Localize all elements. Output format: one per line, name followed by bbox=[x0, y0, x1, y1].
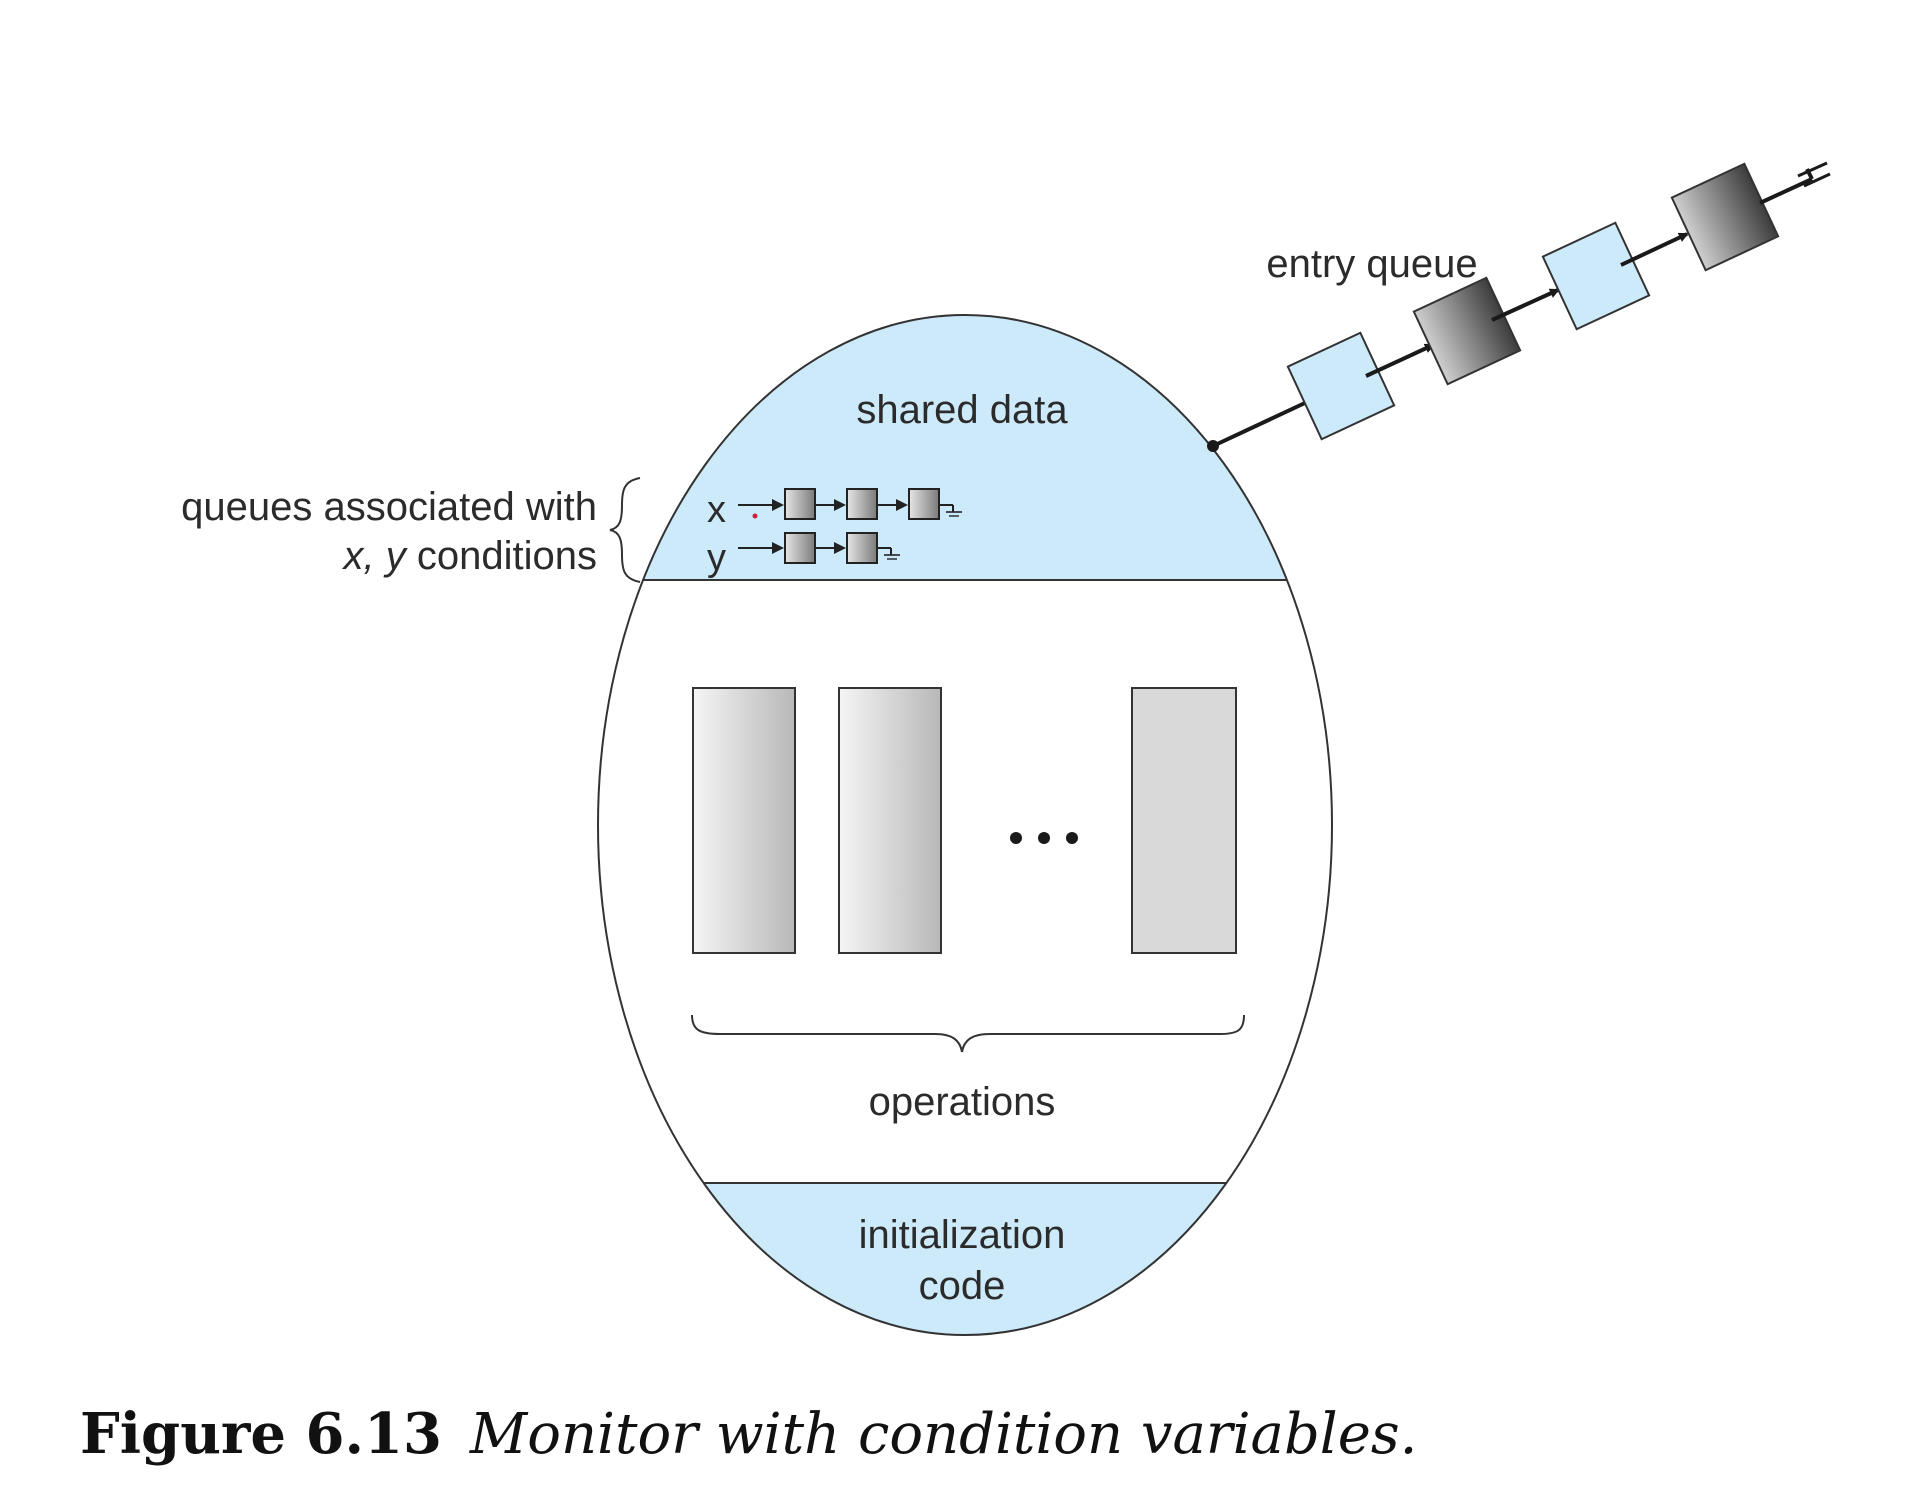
condition-queues: x y bbox=[707, 488, 962, 579]
queues-label-vars: x, y bbox=[342, 534, 409, 578]
entry-queue-label: entry queue bbox=[1266, 242, 1477, 286]
monitor-shape bbox=[597, 314, 1333, 1336]
y-queue-node-1 bbox=[784, 532, 816, 564]
monitor-outline bbox=[597, 314, 1333, 1336]
figure-number: Figure 6.13 bbox=[80, 1401, 442, 1467]
initialization-label-line2: code bbox=[919, 1264, 1006, 1308]
ellipsis-icon bbox=[1010, 832, 1078, 844]
queues-brace bbox=[609, 477, 641, 583]
operation-box-2 bbox=[838, 687, 942, 954]
entry-queue-node-3 bbox=[1541, 221, 1651, 331]
operation-box-1 bbox=[692, 687, 796, 954]
x-queue-node-1 bbox=[784, 488, 816, 520]
y-queue bbox=[738, 532, 900, 564]
queues-label-rest: conditions bbox=[406, 534, 597, 578]
initialization-label-line1: initialization bbox=[859, 1213, 1066, 1257]
y-variable-label: y bbox=[707, 537, 726, 579]
queues-label-line1: queues associated with bbox=[181, 485, 597, 529]
queues-label-line2: x, y conditions bbox=[342, 534, 597, 578]
operations-brace bbox=[691, 1014, 1245, 1053]
entry-queue-null-icon bbox=[1759, 161, 1831, 205]
x-variable-label: x bbox=[707, 489, 726, 531]
shared-data-region bbox=[598, 315, 1332, 580]
operations-group: operations bbox=[691, 687, 1245, 1124]
operation-box-3 bbox=[1131, 687, 1237, 954]
x-queue-dot bbox=[752, 513, 758, 519]
entry-queue: entry queue bbox=[1207, 161, 1831, 452]
shared-data-label: shared data bbox=[856, 388, 1068, 432]
entry-queue-node-2 bbox=[1412, 276, 1522, 386]
y-queue-node-2 bbox=[846, 532, 878, 564]
figure-caption-text: Monitor with condition variables. bbox=[469, 1402, 1417, 1467]
initialization-region bbox=[598, 1183, 1332, 1335]
entry-queue-node-4 bbox=[1670, 162, 1780, 272]
x-queue-node-3 bbox=[908, 488, 940, 520]
x-queue bbox=[738, 488, 962, 520]
entry-queue-node-1 bbox=[1286, 331, 1396, 441]
figure-caption: Figure 6.13 Monitor with condition variab… bbox=[80, 1401, 1417, 1467]
operations-label: operations bbox=[869, 1080, 1056, 1124]
x-queue-node-2 bbox=[846, 488, 878, 520]
